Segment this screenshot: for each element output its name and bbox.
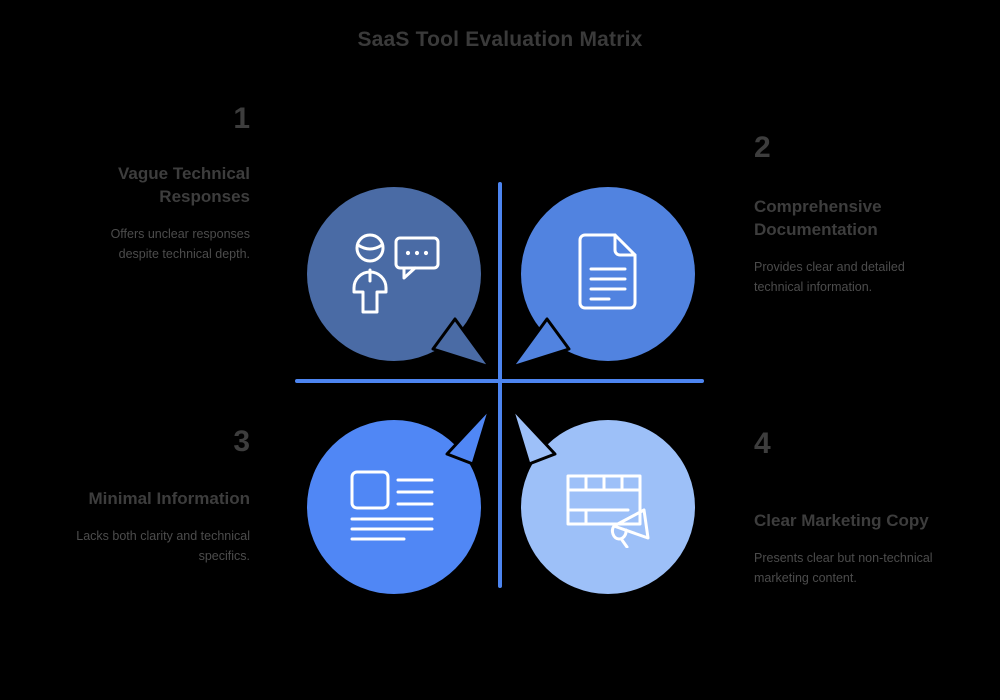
article-layout-icon [307,420,481,594]
quadrant-2-number: 2 [754,131,771,164]
quadrant-2-description: Provides clear and detailed technical in… [754,260,905,295]
quadrant-3-description: Lacks both clarity and technical specifi… [76,529,250,564]
quadrant-1-number: 1 [233,102,250,135]
quadrant-4-title: Clear Marketing Copy [754,511,929,530]
person-chat-bubble-icon [307,187,481,361]
page-title: SaaS Tool Evaluation Matrix [357,28,643,51]
quadrant-2-text-block: 2 Comprehensive Documentation Provides c… [754,133,954,298]
quadrant-3-text-block: 3 Minimal Information Lacks both clarity… [70,427,250,567]
quadrant-4-text-block: 4 Clear Marketing Copy Presents clear bu… [754,429,954,589]
quadrant-3-bubble[interactable] [307,406,492,594]
horizontal-axis-line [295,379,704,383]
quadrant-4-description: Presents clear but non-technical marketi… [754,551,933,586]
billboard-megaphone-icon [521,420,695,594]
document-file-icon [521,187,695,361]
quadrant-4-number: 4 [754,427,771,460]
quadrant-2-bubble[interactable] [510,187,695,369]
quadrant-3-title: Minimal Information [88,489,251,508]
quadrant-2-title: Comprehensive Documentation [754,197,882,240]
quadrant-1-text-block: 1 Vague Technical Responses Offers uncle… [70,104,250,265]
quadrant-4-bubble[interactable] [510,406,695,594]
quadrant-1-bubble[interactable] [307,187,492,369]
quadrant-1-title: Vague Technical Responses [118,164,250,207]
quadrant-1-description: Offers unclear responses despite technic… [110,227,250,262]
vertical-axis-line [498,182,502,588]
quadrant-3-number: 3 [233,425,250,458]
